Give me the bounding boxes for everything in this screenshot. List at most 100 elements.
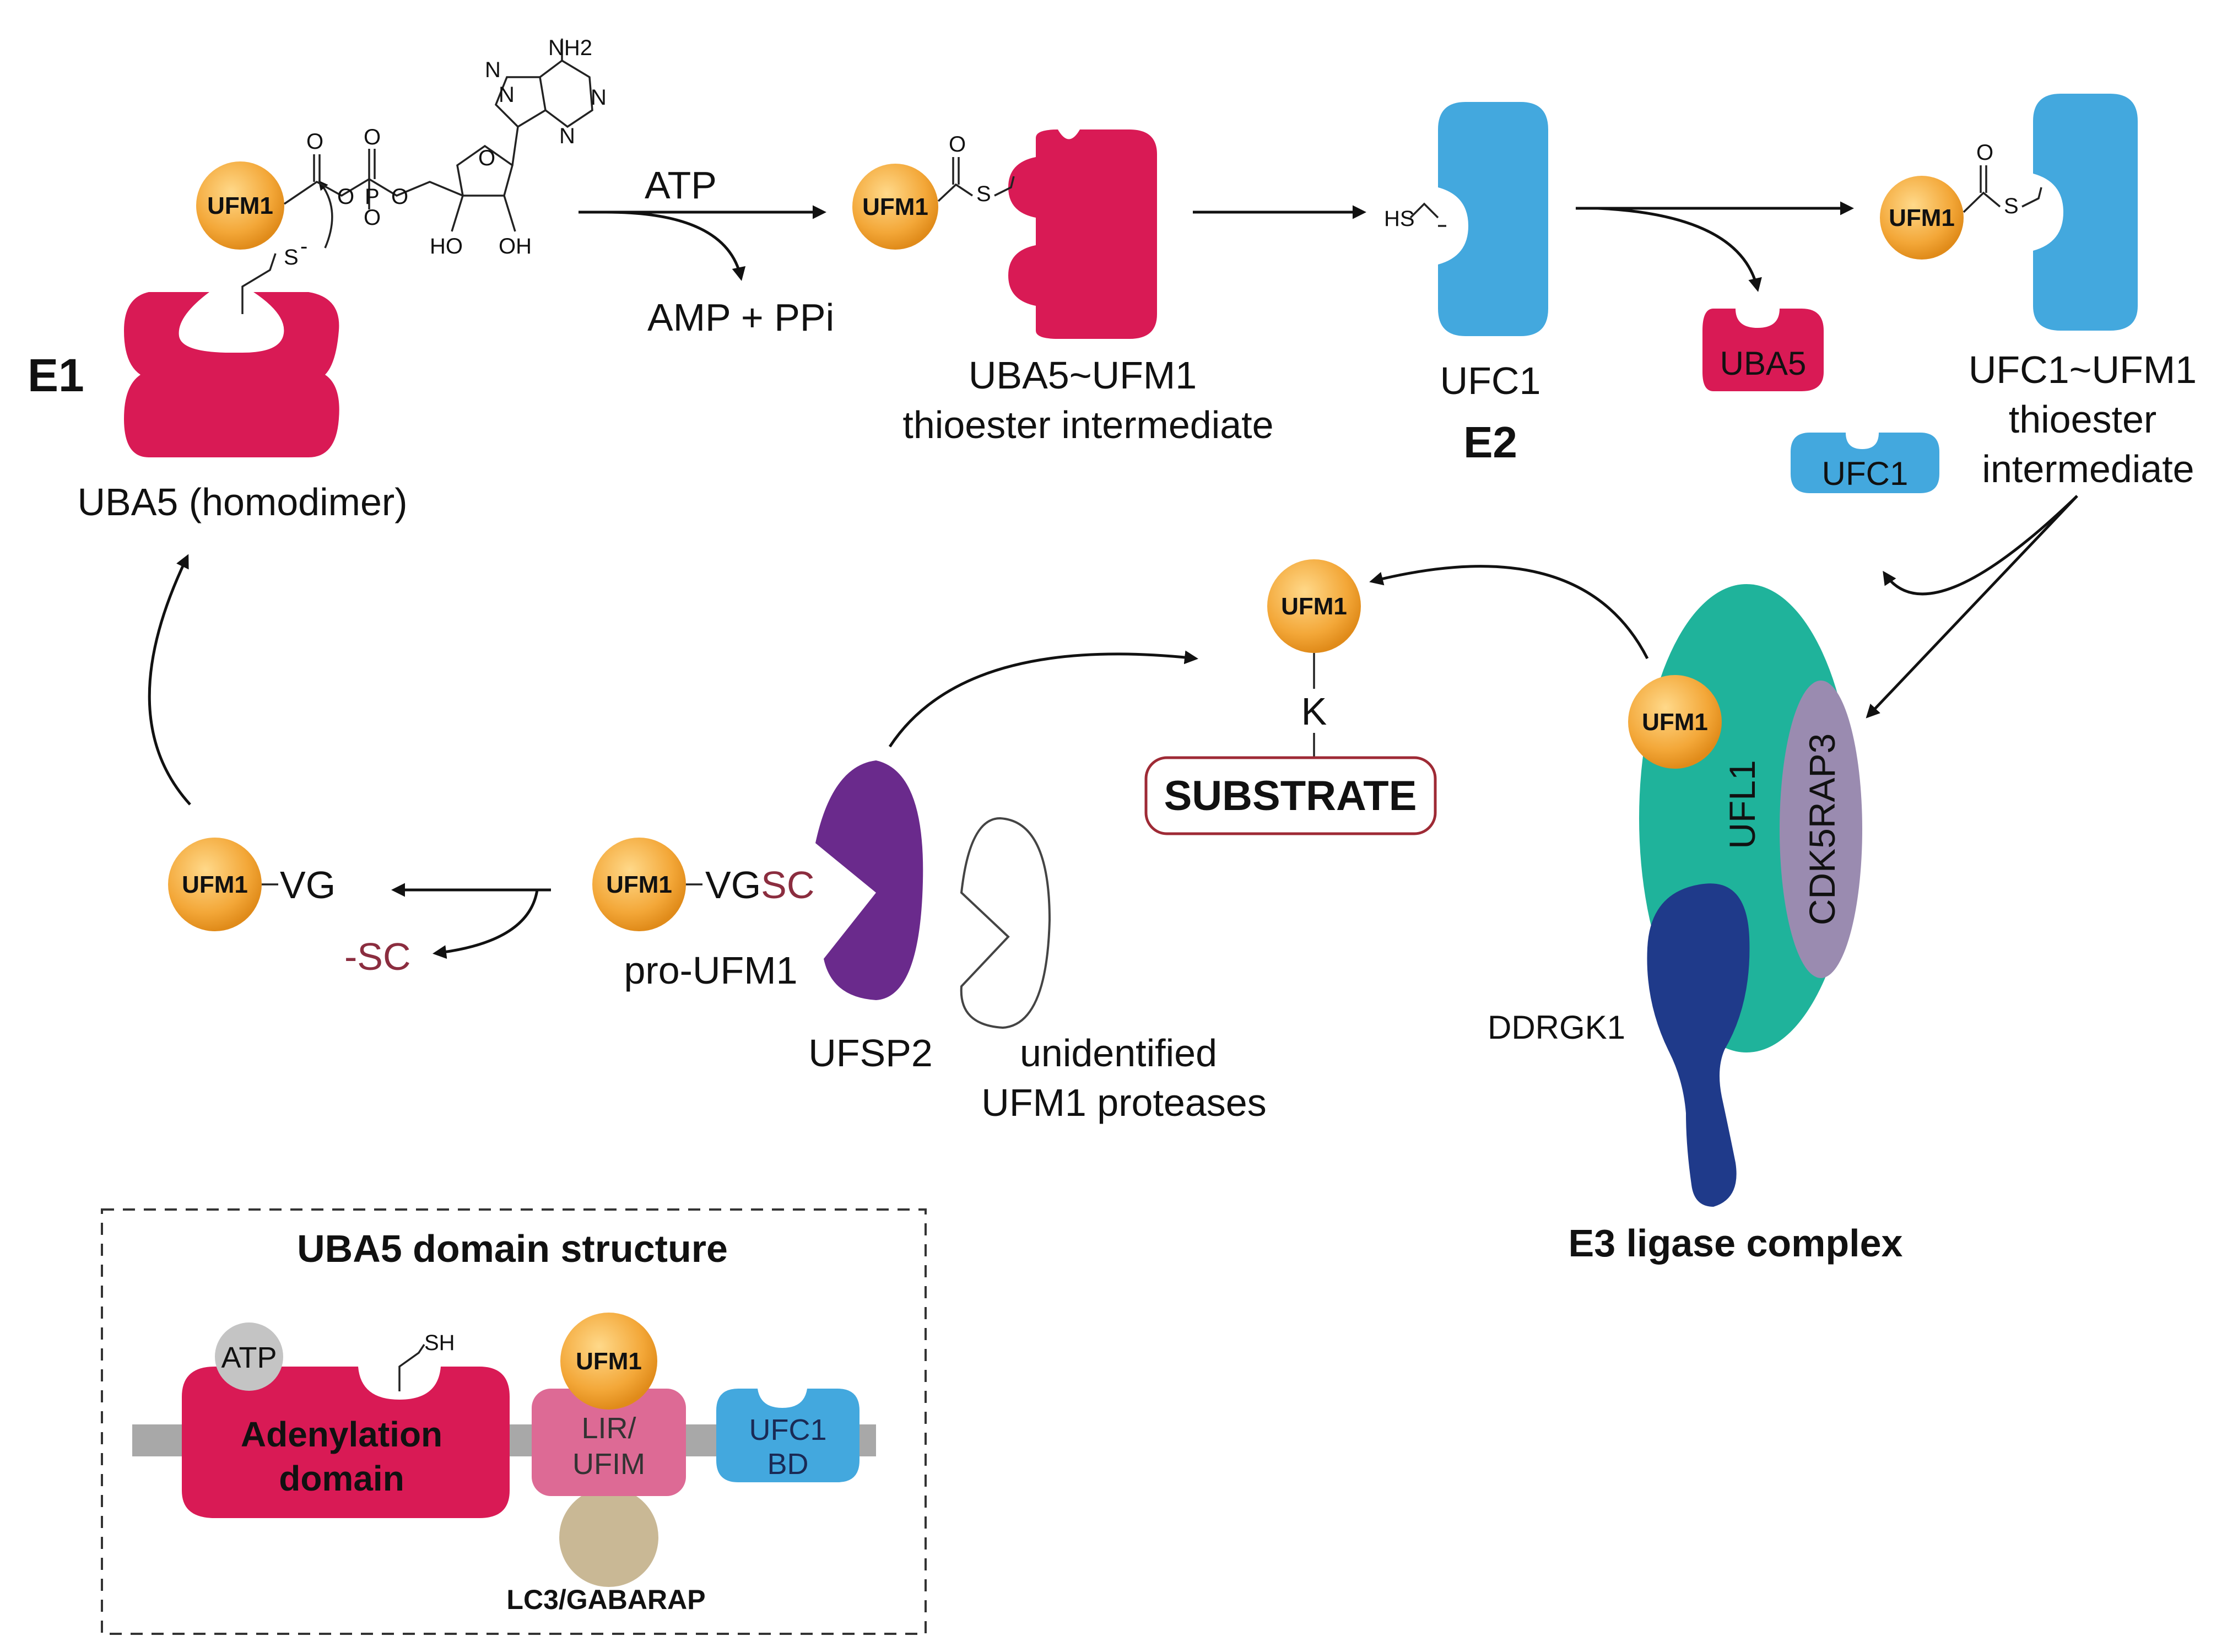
ufc1-bd-label-line2: BD [767,1448,808,1481]
svg-text:OH: OH [499,234,532,258]
svg-text:O: O [1976,141,1993,165]
released-ufc1-shape [1791,433,1939,493]
cleaved-sc-label: -SC [344,935,411,978]
attack-arrow [318,180,333,249]
svg-text:S: S [2004,194,2019,218]
substrate-box [1144,756,1437,835]
inset-title: UBA5 domain structure [297,1227,728,1270]
svg-text:O: O [306,129,323,154]
atp-binding-label: ATP [221,1341,277,1374]
e3-complex-label: E3 ligase complex [1569,1222,1903,1265]
adenylation-domain-shape [182,1367,510,1518]
svg-text:N: N [485,58,501,82]
svg-text:NH2: NH2 [548,36,592,60]
released-enzymes: UBA5 UFC1 [1702,309,1939,493]
svg-text:N: N [499,83,515,107]
ufm1-label-e3: UFM1 [1642,709,1708,736]
e1-tag: E1 [28,349,84,401]
uba5-ufm1-label-line2: thioester intermediate [902,403,1273,446]
ufsp2-label: UFSP2 [808,1032,933,1075]
lysine-label: K [1301,690,1327,733]
released-uba5-label: UBA5 [1720,345,1807,382]
uba5-ufm1-label-line1: UBA5~UFM1 [969,354,1197,397]
lir-label-line1: LIR/ [581,1412,636,1445]
ufm1-ball-ufc1 [1880,176,1964,260]
uba5-ufm1-intermediate: UFM1 O S UBA5~UFM1 thioester intermediat… [852,129,1274,446]
ufl1-label: UFL1 [1722,760,1763,849]
ddrgk1-label: DDRGK1 [1488,1009,1625,1046]
substrate-conjugation-arrow [1369,565,1649,660]
unidentified-protease-shape [960,817,1051,1029]
pro-ufm1-sequence: VGSC [705,863,814,906]
lc3-gabarap-circle [559,1488,658,1587]
ufc1-ufm1-label-line3: intermediate [1982,447,2194,490]
ufc1-intermediate-shape [2033,94,2138,331]
inset-frame [101,1208,927,1635]
ufm1-label-substrate: UFM1 [1281,593,1347,620]
svg-text:O: O [391,185,408,209]
unidentified-label-line2: UFM1 proteases [981,1081,1266,1124]
lc3-gabarap-label: LC3/GABARAP [506,1584,705,1615]
unidentified-label-line1: unidentified [1020,1032,1217,1075]
ufm1-ball-e1 [196,161,284,250]
uba5-intermediate-shape [1008,129,1157,339]
svg-text:P: P [365,185,380,209]
ufm1-label-pro: UFM1 [606,871,672,898]
domain-structure-inset: UBA5 domain structure SH ATP Adenylation… [101,1208,927,1635]
recycle-to-e1-arrow [148,554,191,806]
svg-text:O: O [949,132,966,156]
released-uba5-shape [1702,309,1824,391]
processing-group: UFM1 VG -SC UFM1 VGSC pro-UFM1 UFSP2 uni… [148,554,1267,1124]
e2-tag: E2 [1463,418,1517,467]
svg-text:N: N [591,85,607,110]
ufm1-label-inset: UFM1 [576,1348,642,1375]
ufc1-bd-shape [716,1389,859,1482]
atp-step: ATP AMP + PPi [579,164,834,339]
lir-ufim-box [532,1389,686,1496]
e2-group: HS UFC1 E2 [1384,102,1548,467]
svg-text:O: O [478,146,495,170]
svg-text:HO: HO [430,234,463,258]
released-ufc1-label: UFC1 [1822,455,1909,492]
ufm1-label-ufc1: UFM1 [1889,204,1955,231]
ufc1-e2-label: UFC1 [1440,359,1541,402]
e3-entry-arrow-2 [1866,495,2078,719]
sh-label: SH [424,1331,455,1355]
e2-hs-label: HS [1384,207,1415,231]
adenylation-label-line2: domain [279,1459,404,1498]
mature-vg-label: VG [280,863,336,906]
adenylation-label-line1: Adenylation [241,1415,442,1454]
ddrgk1-shape [1647,883,1750,1207]
amp-release-arrow [606,210,746,281]
svg-text:O: O [337,185,354,209]
pro-ufm1-label: pro-UFM1 [624,949,797,992]
uba5-homodimer-label: UBA5 (homodimer) [77,481,407,523]
svg-text:N: N [559,124,575,148]
lir-label-line2: UFIM [572,1448,645,1481]
svg-text:S: S [976,182,991,206]
ufm1-ball-uba5 [852,164,938,250]
cdk5rap3-label: CDK5RAP3 [1802,733,1842,925]
ufm1-ball-e3 [1628,675,1722,769]
ufc1-ufm1-label-line2: thioester [2009,398,2156,441]
cdk5rap3-shape [1780,681,1862,978]
e3-group: UFM1 UFL1 CDK5RAP3 DDRGK1 E3 ligase comp… [1488,584,1903,1265]
ufc1-ufm1-intermediate: UFM1 O S UFC1~UFM1 thioester intermediat… [1880,94,2197,490]
ufc1-ufm1-label-line1: UFC1~UFM1 [1969,348,2197,391]
e1-group: S - UFM1 O O O P O O O HO OH [28,36,607,523]
thiolate-s-label: S [284,245,299,269]
ufsp2-shape [815,760,923,1000]
svg-text:-: - [300,234,307,258]
atp-structure: O O O P O O O HO OH N N N N NH2 [284,36,607,258]
cysteine-side-chain [241,253,277,314]
atp-binding-circle [215,1322,283,1391]
substrate-label: SUBSTRATE [1164,773,1417,819]
ufm1-label-mature: UFM1 [182,871,248,898]
amp-ppi-label: AMP + PPi [647,296,834,339]
ufc1-bd-label-line1: UFC1 [749,1413,826,1446]
ufm1-ball-mature [168,838,262,931]
ufm1-ball-inset [560,1313,657,1410]
e2-cysteine [1409,202,1439,219]
processing-to-substrate-arrow [888,650,1198,748]
